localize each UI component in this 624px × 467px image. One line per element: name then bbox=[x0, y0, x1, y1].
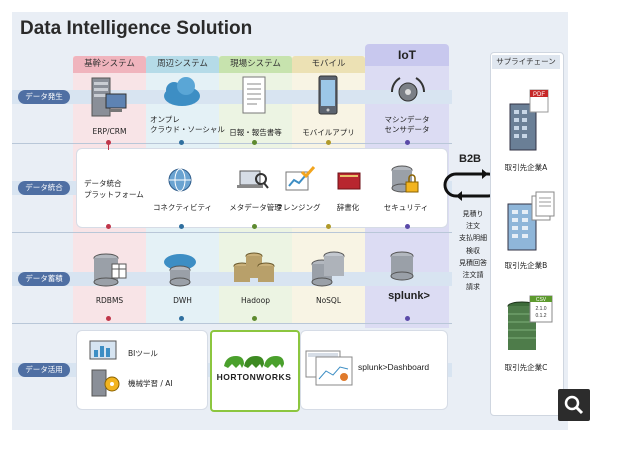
bi-tool-label: BIツール bbox=[128, 349, 158, 358]
connector-dot bbox=[405, 140, 410, 145]
building-csv-icon: CSV 2.1.0 0.1.2 bbox=[507, 295, 553, 350]
connector-dot bbox=[179, 316, 184, 321]
database-cloud-icon bbox=[164, 254, 196, 287]
column-mobile-header: モバイル bbox=[292, 56, 365, 73]
storage-nosql-label: NoSQL bbox=[315, 296, 342, 305]
building-documents-icon bbox=[507, 191, 555, 251]
connector-dot bbox=[252, 140, 257, 145]
b2b-item-list: 見積り 注文 支払明細 検収 見積回答 注文請 請求 bbox=[458, 208, 488, 293]
column-field-header: 現場システム bbox=[219, 56, 292, 73]
connector-dot bbox=[405, 316, 410, 321]
row-divider bbox=[12, 143, 452, 144]
ml-ai-label: 機械学習 / AI bbox=[128, 379, 173, 388]
connector-dot bbox=[179, 224, 184, 229]
bi-monitor-icon bbox=[89, 340, 117, 360]
connector-dot bbox=[326, 140, 331, 145]
row-label-generate: データ発生 bbox=[18, 90, 70, 104]
column-peripheral-header: 周辺システム bbox=[146, 56, 219, 73]
b2b-item: 注文請 bbox=[462, 271, 484, 280]
dashboard-screens-icon bbox=[305, 350, 353, 386]
connector-dot bbox=[106, 140, 111, 145]
connector-dot bbox=[106, 224, 111, 229]
splunk-dashboard-label: splunk>Dashboard bbox=[358, 362, 430, 372]
b2b-item: 注文 bbox=[466, 222, 480, 231]
source-erp-crm-label: ERP/CRM bbox=[92, 127, 127, 136]
row-label-utilize: データ活用 bbox=[18, 363, 70, 377]
storage-dwh-label: DWH bbox=[173, 296, 192, 305]
source-machine-label: マシンデータ センサデータ bbox=[384, 115, 430, 134]
elephant-logo-icon bbox=[224, 356, 284, 368]
globe-network-icon bbox=[168, 168, 192, 192]
b2b-item: 支払明細 bbox=[459, 234, 487, 243]
b2b-item: 見積り bbox=[462, 210, 484, 218]
column-core-header: 基幹システム bbox=[73, 56, 146, 73]
laptop-magnifier-icon bbox=[237, 170, 269, 189]
database-cluster-icon bbox=[233, 252, 275, 282]
connector-dot bbox=[179, 140, 184, 145]
b2b-item: 請求 bbox=[466, 283, 480, 292]
integration-dictionary-label: 辞書化 bbox=[336, 203, 360, 212]
csv-value-1: 2.1.0 bbox=[535, 306, 546, 312]
partner-c-label: 取引先企業C bbox=[504, 363, 548, 372]
search-icon bbox=[564, 395, 584, 415]
integration-security-label: セキュリティ bbox=[383, 203, 429, 212]
server-computer-icon bbox=[91, 77, 127, 117]
building-pdf-icon: PDF bbox=[509, 89, 549, 151]
row-label-integrate: データ統合 bbox=[18, 181, 70, 195]
b2b-label: B2B bbox=[459, 153, 482, 165]
row-divider bbox=[12, 323, 452, 324]
connector-dot bbox=[326, 224, 331, 229]
zoom-search-button[interactable] bbox=[558, 389, 590, 421]
database-splunk-icon bbox=[390, 251, 414, 281]
connector-dot bbox=[252, 224, 257, 229]
integration-cleansing-label: クレンジング bbox=[275, 203, 321, 212]
integration-platform-label: データ統合 プラットフォーム bbox=[84, 179, 144, 199]
chart-check-icon bbox=[285, 166, 316, 191]
connector-dot bbox=[252, 316, 257, 321]
database-stack-icon bbox=[311, 251, 345, 287]
source-mobile-label: モバイルアプリ bbox=[302, 128, 355, 137]
b2b-item: 見積回答 bbox=[459, 258, 487, 267]
database-table-icon bbox=[93, 253, 127, 287]
ai-server-icon bbox=[91, 369, 120, 397]
book-icon bbox=[337, 172, 361, 190]
cloud-icon bbox=[164, 77, 200, 106]
hortonworks-logo: HORTONWORKS bbox=[216, 372, 292, 382]
row-label-store: データ蓄積 bbox=[18, 272, 70, 286]
pdf-tag-text: PDF bbox=[533, 92, 545, 98]
connector-dot bbox=[405, 224, 410, 229]
hortonworks-panel bbox=[210, 330, 300, 412]
csv-value-2: 0.1.2 bbox=[535, 313, 546, 319]
partner-b-label: 取引先企業B bbox=[504, 261, 548, 270]
storage-rdbms-label: RDBMS bbox=[95, 296, 124, 305]
partner-a-label: 取引先企業A bbox=[504, 163, 548, 172]
source-cloud-label: オンプレ クラウド・ソーシャル bbox=[150, 115, 225, 134]
document-icon bbox=[242, 76, 266, 114]
integration-connectivity-label: コネクティビティ bbox=[152, 203, 213, 212]
source-report-label: 日報・報告書等 bbox=[229, 128, 282, 137]
csv-tag-text: CSV bbox=[536, 297, 547, 303]
connector-dot bbox=[106, 316, 111, 321]
integration-metadata-label: メタデータ管理 bbox=[229, 203, 282, 212]
supply-chain-heading: サプライチェーン bbox=[492, 55, 560, 69]
page-title: Data Intelligence Solution bbox=[20, 18, 253, 39]
connector-line bbox=[108, 142, 109, 150]
database-lock-icon bbox=[391, 165, 419, 193]
column-iot-header: IoT bbox=[365, 44, 449, 66]
b2b-item: 検収 bbox=[466, 246, 480, 255]
sensor-gear-icon bbox=[390, 77, 426, 102]
storage-hadoop-label: Hadoop bbox=[241, 296, 270, 305]
storage-splunk-label: splunk> bbox=[388, 290, 430, 302]
smartphone-icon bbox=[318, 75, 338, 115]
row-divider bbox=[12, 232, 452, 233]
